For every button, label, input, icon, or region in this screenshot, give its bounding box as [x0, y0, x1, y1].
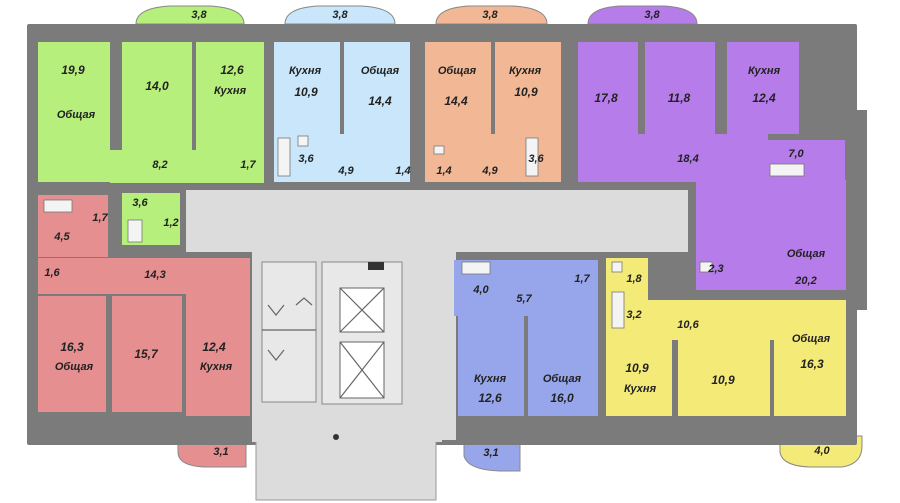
area-label: 1,4 — [436, 165, 451, 177]
labels-purple: 17,8 11,8 Кухня 12,4 18,4 7,0 2,3 Общая … — [594, 65, 825, 287]
room-type-label: Кухня — [474, 373, 507, 385]
area-label: 3,6 — [528, 153, 544, 165]
area-label: 10,9 — [294, 85, 318, 99]
labels-indigo: 4,0 5,7 1,7 Кухня 12,6 Общая 16,0 — [472, 273, 590, 405]
room-type-label: Кухня — [748, 65, 781, 77]
apartment-green — [38, 42, 264, 245]
room-type-label: Общая — [57, 109, 96, 121]
room-type-label: Общая — [792, 333, 831, 345]
area-label: 2,3 — [707, 263, 723, 275]
area-label: 14,3 — [144, 269, 165, 281]
area-label: 12,6 — [478, 391, 502, 405]
area-label: 3,6 — [132, 197, 148, 209]
area-label: 16,3 — [800, 357, 824, 371]
fixtures — [43, 135, 805, 329]
area-label: 14,4 — [368, 94, 392, 108]
area-label: 20,2 — [794, 275, 816, 287]
apartment-purple — [578, 42, 846, 290]
area-label: 10,9 — [514, 85, 538, 99]
room-type-label: Общая — [55, 361, 94, 373]
room-type-label: Кухня — [509, 65, 542, 77]
balcony-top-blue — [284, 5, 396, 25]
area-label: 19,9 — [61, 63, 85, 77]
apartment-blue — [274, 42, 410, 182]
balcony-label-indigo: 3,1 — [483, 447, 498, 459]
area-label: 8,2 — [152, 159, 167, 171]
apartment-yellow — [606, 258, 846, 416]
room-type-label: Кухня — [624, 383, 657, 395]
balcony-top-peach — [435, 5, 548, 25]
area-label: 16,0 — [550, 391, 574, 405]
area-label: 4,5 — [53, 231, 70, 243]
area-label: 18,4 — [677, 153, 698, 165]
area-label: 4,0 — [472, 284, 489, 296]
area-label: 14,4 — [444, 94, 468, 108]
room-type-label: Общая — [361, 65, 400, 77]
area-label: 5,7 — [516, 293, 532, 305]
room-type-label: Кухня — [289, 65, 322, 77]
labels-red: 4,5 1,7 1,6 14,3 16,3 Общая 15,7 12,4 Ку… — [44, 212, 232, 373]
area-label: 1,7 — [240, 159, 256, 171]
room-type-label: Кухня — [214, 85, 247, 97]
room-type-label: Общая — [787, 248, 826, 260]
balcony-labels: 3,8 3,8 3,8 3,8 3,1 3,1 4,0 — [191, 9, 830, 459]
labels-blue: Кухня 10,9 Общая 14,4 3,6 4,9 1,4 — [289, 65, 411, 177]
area-label: 1,4 — [395, 165, 410, 177]
area-label: 1,6 — [44, 267, 60, 279]
area-label: 3,2 — [626, 309, 641, 321]
apartment-peach — [425, 42, 561, 182]
area-label: 10,9 — [625, 361, 649, 375]
area-label: 17,8 — [594, 91, 618, 105]
room-type-label: Кухня — [200, 361, 233, 373]
area-label: 1,7 — [92, 212, 108, 224]
area-label: 11,8 — [668, 91, 691, 105]
balcony-label-green: 3,8 — [191, 9, 207, 21]
balcony-top-green — [135, 5, 245, 25]
area-label: 12,4 — [752, 91, 776, 105]
area-label: 3,6 — [298, 153, 314, 165]
balcony-top-purple — [587, 5, 698, 25]
labels-yellow: 1,8 3,2 10,6 10,9 Кухня 10,9 Общая 16,3 — [624, 273, 831, 395]
balcony-label-blue: 3,8 — [332, 9, 348, 21]
labels-peach: Общая 14,4 Кухня 10,9 1,4 4,9 3,6 — [436, 65, 544, 177]
balcony-label-purple: 3,8 — [644, 9, 660, 21]
room-type-label: Общая — [438, 65, 477, 77]
area-label: 14,0 — [145, 79, 169, 93]
area-label: 15,7 — [134, 347, 159, 361]
area-label: 1,2 — [163, 217, 178, 229]
area-label: 1,7 — [574, 273, 590, 285]
area-label: 7,0 — [788, 148, 804, 160]
apartment-red — [38, 195, 250, 416]
area-label: 12,4 — [202, 340, 226, 354]
area-label: 4,9 — [481, 165, 498, 177]
labels-green: 19,9 Общая 14,0 12,6 Кухня 8,2 1,7 3,6 1… — [57, 63, 257, 229]
area-label: 10,6 — [677, 319, 699, 331]
stair-core — [261, 261, 403, 440]
area-label: 16,3 — [60, 340, 84, 354]
balcony-label-peach: 3,8 — [482, 9, 498, 21]
balcony-label-red: 3,1 — [213, 446, 228, 458]
area-label: 10,9 — [711, 373, 735, 387]
area-label: 4,9 — [337, 165, 354, 177]
balcony-label-yellow: 4,0 — [813, 445, 830, 457]
area-label: 12,6 — [220, 63, 244, 77]
area-label: 1,8 — [626, 273, 642, 285]
room-type-label: Общая — [543, 373, 582, 385]
